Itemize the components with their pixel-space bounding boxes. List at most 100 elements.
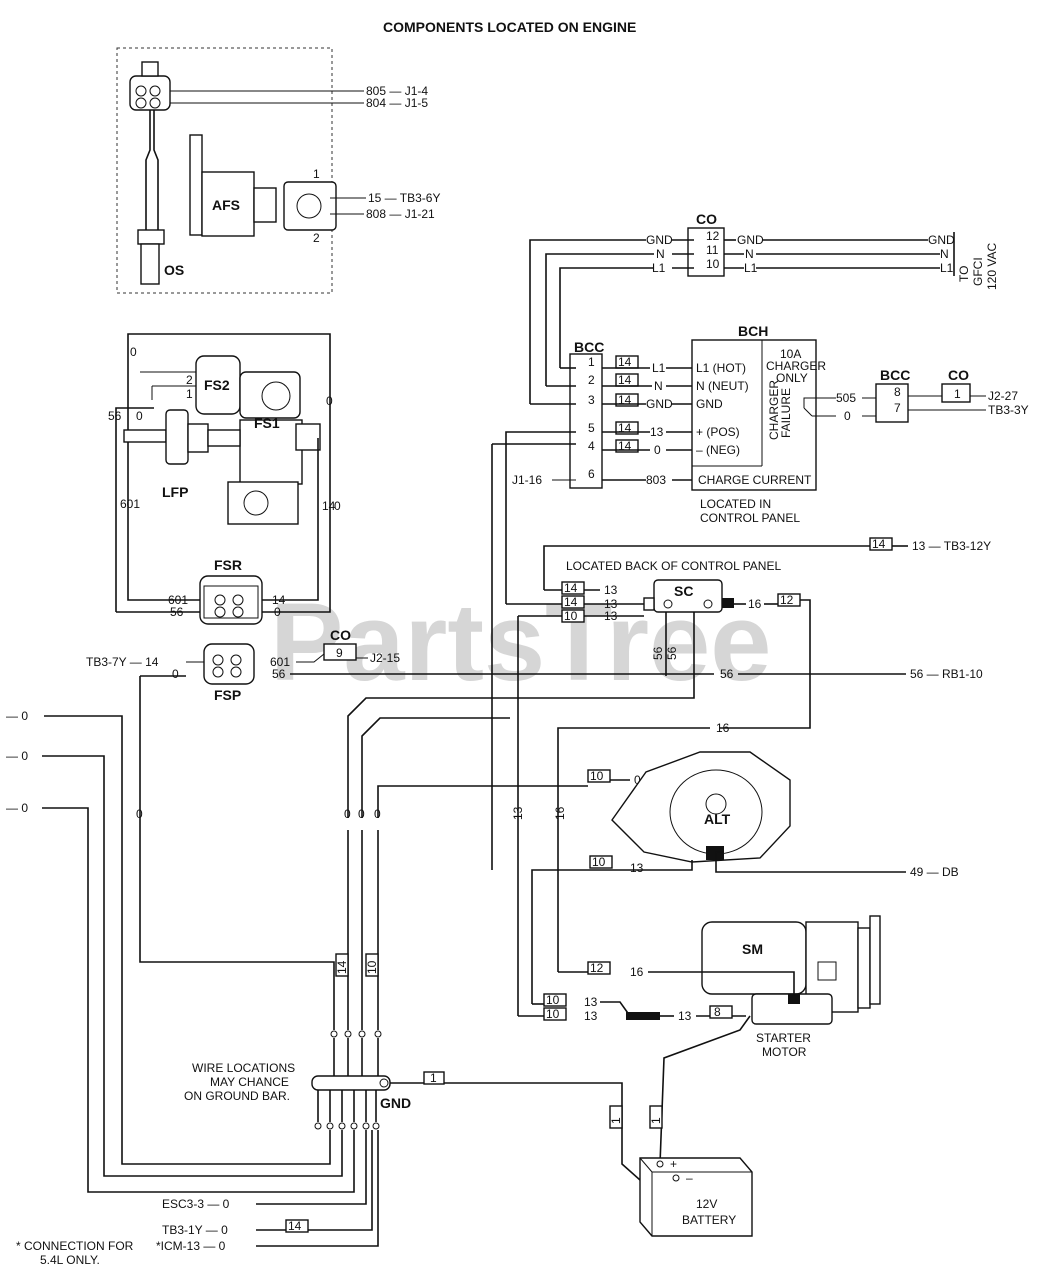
fs-wire-14: 14 (322, 499, 336, 513)
afs-sensor: AFS 1 2 (189, 134, 337, 245)
fs1-label: FS1 (254, 415, 280, 431)
vwire-16: 16 (553, 806, 567, 820)
bcc2-pin-7: 7 (894, 401, 901, 415)
left-wire-0b: — 0 (6, 749, 28, 763)
gauge-12a: 12 (780, 593, 794, 607)
bch-term-l1: L1 (HOT) (696, 361, 746, 375)
sm-gauge-8: 8 (714, 1005, 721, 1019)
wire-rb110: 56 — RB1-10 (910, 667, 983, 681)
bch-located-2: CONTROL PANEL (700, 511, 800, 525)
bcc2-label: BCC (880, 367, 910, 383)
battery-plus: + (670, 1157, 677, 1171)
bch-located-1: LOCATED IN (700, 497, 771, 511)
vwire-0d: 0 (374, 807, 381, 821)
alt-gauge-10: 10 (590, 769, 604, 783)
gnd-label: GND (380, 1095, 411, 1111)
co-pin-12: 12 (706, 229, 720, 243)
co-pin-9: 9 (336, 646, 343, 660)
bch-term-gnd: GND (696, 397, 723, 411)
footnote-1: * CONNECTION FOR (16, 1239, 134, 1253)
fsp-56: 56 (272, 667, 286, 681)
wire-tb33y: TB3-3Y (988, 403, 1029, 417)
left-wire-0a: — 0 (6, 709, 28, 723)
bcc-gauge-14c: 14 (618, 393, 632, 407)
co-pin-10: 10 (706, 257, 720, 271)
wire-15-label: 15 — TB3-6Y (368, 191, 440, 205)
ac-input: CO 12 11 10 GND N L1 GND N L1 GND N L1 T… (529, 211, 999, 404)
starter-label-1: STARTER (756, 1031, 811, 1045)
fsp-0: 0 (172, 667, 179, 681)
fs-wire-601: 601 (120, 497, 140, 511)
afs-pin-2: 2 (313, 231, 320, 245)
gfci-label: GFCI (971, 257, 985, 286)
ground-note-1: WIRE LOCATIONS (192, 1061, 295, 1075)
alt-gauge-10b: 10 (592, 855, 606, 869)
ground-bar: GND WIRE LOCATIONS MAY CHANCE ON GROUND … (16, 1030, 663, 1267)
gauge-14g: 14 (564, 581, 578, 595)
fs-wire-0a: 0 (130, 345, 137, 359)
bch-term-neg: – (NEG) (696, 443, 740, 457)
fsp-601: 601 (270, 655, 290, 669)
alternator: 10 0 ALT 10 13 49 — DB (531, 751, 959, 1004)
gauge-14-bottom: 14 (288, 1219, 302, 1233)
co-l1-left: L1 (652, 261, 666, 275)
sc-wire-56a: 56 (651, 646, 665, 660)
charger-failure-1: CHARGER (767, 380, 781, 440)
bcc-wire-n: N (654, 379, 663, 393)
co-j2-label: CO (948, 367, 969, 383)
battery-label-1: 12V (696, 1197, 717, 1211)
co-l1-end: L1 (940, 261, 954, 275)
left-wire-0c: — 0 (6, 801, 28, 815)
fsr-0: 0 (274, 605, 281, 619)
co9-label: CO (330, 627, 351, 643)
co-gnd-end: GND (928, 233, 955, 247)
bcc-wire-0: 0 (654, 443, 661, 457)
gauge-14f: 14 (872, 537, 886, 551)
engine-sensor-box (116, 47, 333, 294)
fs2-pin-1: 1 (186, 387, 193, 401)
wire-805-label: 805 — J1-4 (366, 84, 428, 98)
starter-motor: SM STARTER MOTOR 12 16 10 13 10 13 13 8 (518, 915, 881, 1165)
sm-wire-13c: 13 (678, 1009, 692, 1023)
alt-wire-0: 0 (634, 773, 641, 787)
co-n-end: N (940, 247, 949, 261)
bch-term-pos: + (POS) (696, 425, 740, 439)
sc-located: LOCATED BACK OF CONTROL PANEL (566, 559, 781, 573)
diagram-title: COMPONENTS LOCATED ON ENGINE (383, 19, 636, 35)
fsr-56: 56 (170, 605, 184, 619)
fsp-tb37y: TB3-7Y — 14 (86, 655, 159, 669)
bch-term-n: N (NEUT) (696, 379, 749, 393)
wire-icm13: *ICM-13 — 0 (156, 1239, 226, 1253)
battery: + – 12V BATTERY (639, 1157, 753, 1237)
sm-gauge-10d: 10 (546, 1007, 560, 1021)
sc-wire-56b: 56 (665, 646, 679, 660)
wire-tb312y: 13 — TB3-12Y (912, 539, 991, 553)
sm-label: SM (742, 941, 763, 957)
starter-label-2: MOTOR (762, 1045, 807, 1059)
bcc-wire-803: 803 (646, 473, 666, 487)
co-gnd-right: GND (737, 233, 764, 247)
vwire-0c: 0 (358, 807, 365, 821)
bcc-wire-l1: L1 (652, 361, 666, 375)
vgauge-10: 10 (365, 960, 379, 974)
fs-wire-0c: 0 (136, 409, 143, 423)
bcc-label: BCC (574, 339, 604, 355)
gnd-gauge-1a: 1 (430, 1071, 437, 1085)
alt-label: ALT (704, 811, 731, 827)
wire-esc33: ESC3-3 — 0 (162, 1197, 230, 1211)
bcc-pin-6: 6 (588, 467, 595, 481)
co-l1-right: L1 (744, 261, 758, 275)
alt-wire-13: 13 (630, 861, 644, 875)
bcc-pin-2: 2 (588, 373, 595, 387)
gnd-gauge-1c: 1 (649, 1117, 663, 1124)
starter-contactor: 14 13 — TB3-12Y LOCATED BACK OF CONTROL … (506, 537, 991, 729)
fsr-601: 601 (168, 593, 188, 607)
vwire-13: 13 (511, 806, 525, 820)
wire-804-label: 804 — J1-5 (366, 96, 428, 110)
co-gnd-left: GND (646, 233, 673, 247)
wire-tb31y: TB3-1Y — 0 (162, 1223, 228, 1237)
bcc-gauge-14a: 14 (618, 355, 632, 369)
bch-charger-3: ONLY (776, 371, 808, 385)
sensor-group: OS 805 — J1-4 804 — J1-5 AFS 1 2 15 — TB… (116, 47, 440, 294)
